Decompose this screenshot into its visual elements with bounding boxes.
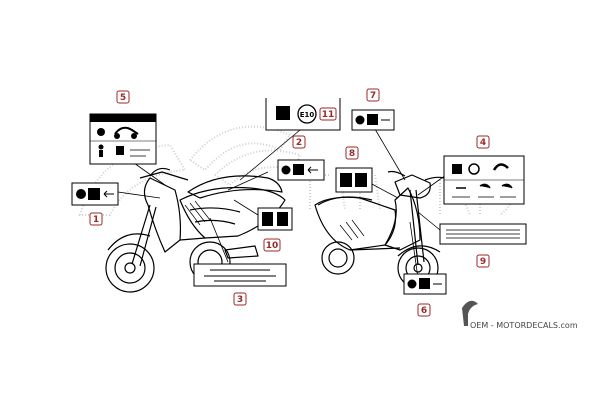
motorcycle-icon [114,126,139,135]
book-icon [262,212,273,226]
callout-5: 5 [116,90,130,104]
decal-9-label [439,223,527,245]
callout-2-label: 2 [296,138,302,148]
callout-9: 9 [476,254,490,268]
decal-5-label [89,113,157,165]
arrow-icon [307,166,318,174]
decal-11-label: E10 [265,98,341,131]
callout-9-label: 9 [480,257,486,267]
callout-10-label: 10 [266,241,279,251]
house-warning-icon [293,164,304,175]
callout-3-label: 3 [237,295,243,305]
brand-logo-icon [462,300,478,326]
callout-10: 10 [263,238,281,252]
helmet-icon [468,163,480,175]
callout-7: 7 [366,88,380,102]
callout-3: 3 [233,292,247,306]
callout-4-label: 4 [480,138,486,148]
book-icon [407,279,417,289]
leader-lines [117,123,447,279]
brand-watermark-text: OEM - MOTORDECALS.com [470,321,578,330]
decal-3-label [193,263,287,287]
callout-11-label: 11 [322,110,335,120]
right-scooter [314,170,445,289]
callout-6-label: 6 [421,306,427,316]
decal-1-label [71,182,119,206]
person-icon [98,144,104,150]
callout-6: 6 [417,303,431,317]
callout-8-label: 8 [349,149,355,159]
house-warning-icon [88,188,100,200]
callout-numbers: 1 2 3 4 5 6 7 8 [89,88,490,317]
book-icon [281,165,291,175]
book-icon [452,164,462,174]
brand-watermark: OEM - MOTORDECALS.com [462,300,578,330]
callout-1: 1 [89,212,103,226]
book-icon [97,128,105,136]
callout-7-label: 7 [370,91,376,101]
decal-6-label [403,273,447,295]
house-warning-icon [419,278,430,289]
callout-5-label: 5 [120,93,126,103]
arrow-icon [103,190,114,198]
callout-8: 8 [345,146,359,160]
callout-1-label: 1 [93,215,99,225]
decal-10-label [257,207,293,231]
fuel-grade-text: E10 [300,111,315,119]
fuel-icon [276,106,290,120]
book-icon [355,115,365,125]
decal-2-label [277,159,325,181]
book-icon [340,173,352,187]
callout-11: 11 [319,107,337,121]
decal-8-label [335,167,373,193]
house-warning-icon [367,114,378,125]
callout-2: 2 [292,135,306,149]
motorcycle-icon [492,163,509,171]
decal-4-label [443,155,525,205]
callout-4: 4 [476,135,490,149]
left-scooter [105,167,286,293]
book-icon [76,189,86,199]
decal-7-label [351,109,395,131]
